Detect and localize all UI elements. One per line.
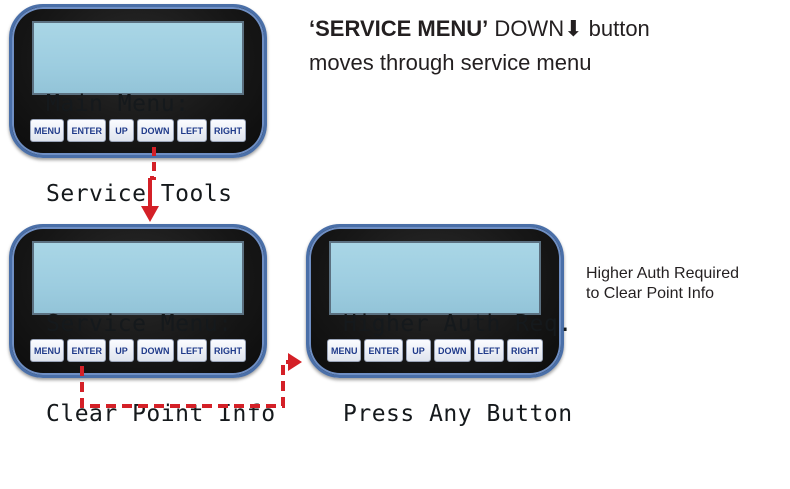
button-row: MENU ENTER UP DOWN LEFT RIGHT [309, 339, 561, 362]
instruction-line-1: ‘SERVICE MENU’ DOWN⬇ button [309, 12, 779, 46]
instruction-line-2: moves through service menu [309, 50, 592, 75]
button-row: MENU ENTER UP DOWN LEFT RIGHT [12, 119, 264, 142]
left-button[interactable]: LEFT [473, 339, 504, 362]
right-button[interactable]: RIGHT [507, 339, 543, 362]
menu-button[interactable]: MENU [326, 339, 362, 362]
down-button[interactable]: DOWN [137, 119, 174, 142]
control-panel-auth: Higher Auth Req. Press Any Button MENU E… [306, 224, 572, 427]
left-button[interactable]: LEFT [176, 119, 207, 142]
button-row: MENU ENTER UP DOWN LEFT RIGHT [12, 339, 264, 362]
auth-note: Higher Auth Required to Clear Point Info [586, 264, 786, 304]
up-button[interactable]: UP [109, 339, 134, 362]
lcd-line-2: Service Tools [46, 181, 233, 207]
down-button[interactable]: DOWN [434, 339, 471, 362]
enter-arrow [80, 353, 302, 408]
down-button[interactable]: DOWN [137, 339, 174, 362]
left-button[interactable]: LEFT [176, 339, 207, 362]
flow-arrows [80, 147, 302, 408]
menu-button[interactable]: MENU [29, 339, 65, 362]
up-button[interactable]: UP [406, 339, 431, 362]
right-button[interactable]: RIGHT [210, 119, 246, 142]
down-arrow [141, 147, 159, 222]
lcd-line-1: Service Menu: [46, 311, 233, 337]
auth-note-line-1: Higher Auth Required [586, 265, 739, 282]
auth-note-line-2: to Clear Point Info [586, 285, 715, 302]
enter-button[interactable]: ENTER [67, 339, 106, 362]
enter-button[interactable]: ENTER [67, 119, 106, 142]
instruction-text: ‘SERVICE MENU’ DOWN⬇ button moves throug… [309, 12, 779, 80]
menu-button[interactable]: MENU [29, 119, 65, 142]
up-button[interactable]: UP [109, 119, 134, 142]
instruction-title: ‘SERVICE MENU’ [309, 16, 489, 41]
right-button[interactable]: RIGHT [210, 339, 246, 362]
enter-button[interactable]: ENTER [364, 339, 403, 362]
lcd-screen: Main Menu: Service Tools [32, 21, 244, 207]
instruction-rest: DOWN⬇ button [488, 16, 650, 41]
control-panel-main: Main Menu: Service Tools MENU ENTER UP D… [9, 4, 267, 207]
lcd-line-1: Main Menu: [46, 91, 190, 117]
